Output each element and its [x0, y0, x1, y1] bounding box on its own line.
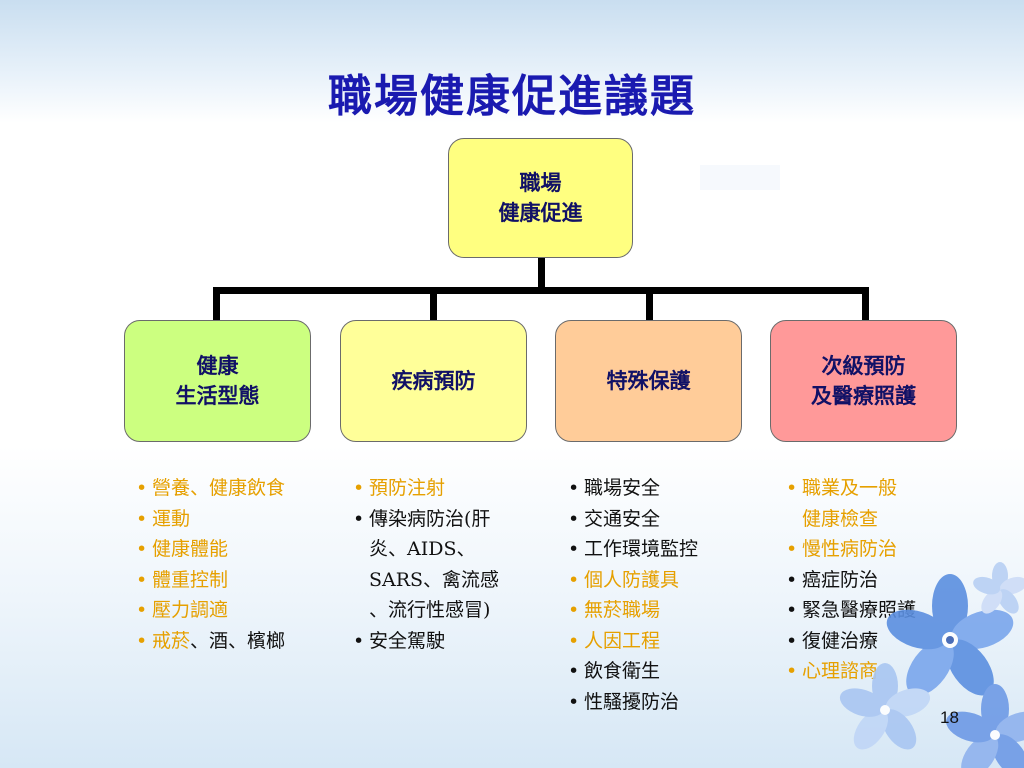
page-number: 18 — [940, 708, 959, 727]
category-node-disease-prevention: 疾病預防 — [340, 320, 527, 442]
bullet-icon: • — [568, 690, 580, 713]
list-item-text: 性騷擾防治 — [584, 690, 680, 713]
bullet-icon: • — [136, 599, 148, 621]
list-item-text: 飲食衛生 — [584, 660, 661, 682]
bullet-icon: • — [568, 568, 580, 591]
list-item-text: 戒菸 — [152, 629, 191, 652]
list-item: •癌症防治 — [786, 565, 916, 596]
list-item: •慢性病防治 — [786, 534, 916, 565]
item-list-lifestyle: •營養、健康飲食•運動•健康體能•體重控制•壓力調適•戒菸、酒、檳榔 — [136, 473, 285, 656]
root-node: 職場 健康促進 — [448, 138, 633, 258]
list-item: •工作環境監控 — [568, 534, 698, 565]
blue-flower-decoration-icon — [839, 562, 1024, 768]
list-item-text: 復健治療 — [802, 629, 879, 652]
item-list-special-protection: •職場安全•交通安全•工作環境監控•個人防護具•無菸職場•人因工程•飲食衛生•性… — [568, 473, 698, 717]
list-item: •飲食衛生 — [568, 656, 698, 687]
list-item-text: 運動 — [152, 507, 191, 530]
bullet-icon: • — [353, 477, 365, 499]
slide-title: 職場健康促進議題 — [328, 71, 696, 122]
connector-root-stem — [538, 258, 545, 291]
list-item: •性騷擾防治 — [568, 687, 698, 718]
list-item-text: 無菸職場 — [584, 599, 661, 621]
list-item-text: 個人防護具 — [584, 568, 680, 591]
category-node-secondary-prevention: 次級預防 及醫療照護 — [770, 320, 957, 442]
list-item-text: 交通安全 — [584, 507, 661, 530]
list-item: •預防注射 — [353, 473, 499, 504]
list-item: •人因工程 — [568, 626, 698, 657]
bullet-icon: • — [786, 599, 798, 621]
list-item-text: 職場安全 — [584, 477, 661, 499]
bullet-icon: • — [136, 507, 148, 530]
list-item: •無菸職場 — [568, 595, 698, 626]
bullet-icon: • — [786, 629, 798, 652]
list-item-text: 癌症防治 — [802, 568, 879, 591]
bullet-icon: • — [568, 660, 580, 682]
list-item: •個人防護具 — [568, 565, 698, 596]
list-item: •戒菸、酒、檳榔 — [136, 626, 285, 657]
list-item: •心理諮商 — [786, 656, 916, 687]
list-item: •傳染病防治(肝 炎、AIDS、 SARS、禽流感 、流行性感冒) — [353, 504, 499, 626]
list-item: •壓力調適 — [136, 595, 285, 626]
bullet-icon: • — [353, 507, 365, 530]
list-item-text: 健康體能 — [152, 538, 229, 560]
list-item-text: 安全駕駛 — [369, 629, 446, 652]
list-item-text: 傳染病防治(肝 炎、AIDS、 SARS、禽流感 、流行性感冒) — [369, 507, 500, 622]
bullet-icon: • — [136, 629, 148, 652]
list-item: •營養、健康飲食 — [136, 473, 285, 504]
list-item-text: 壓力調適 — [152, 599, 229, 621]
list-item: •健康體能 — [136, 534, 285, 565]
bullet-icon: • — [786, 477, 798, 499]
bullet-icon: • — [786, 568, 798, 591]
category-node-special-protection: 特殊保護 — [555, 320, 742, 442]
item-list-secondary-prevention: •職業及一般 健康檢查•慢性病防治•癌症防治•緊急醫療照護•復健治療•心理諮商 — [786, 473, 916, 687]
bullet-icon: • — [136, 538, 148, 560]
list-item-text: 工作環境監控 — [584, 538, 699, 560]
list-item: •安全駕駛 — [353, 626, 499, 657]
connector-horizontal-bar — [213, 287, 869, 294]
list-item: •職業及一般 健康檢查 — [786, 473, 916, 534]
bullet-icon: • — [568, 477, 580, 499]
bullet-icon: • — [353, 629, 365, 652]
list-item-text: 慢性病防治 — [802, 538, 898, 560]
list-item: •運動 — [136, 504, 285, 535]
bullet-icon: • — [568, 629, 580, 652]
connector-drop-0 — [213, 287, 220, 320]
bullet-icon: • — [568, 599, 580, 621]
bullet-icon: • — [786, 538, 798, 560]
category-node-lifestyle: 健康 生活型態 — [124, 320, 311, 442]
list-item: •復健治療 — [786, 626, 916, 657]
list-item-text: 人因工程 — [584, 629, 661, 652]
connector-drop-2 — [646, 287, 653, 320]
list-item-text: 體重控制 — [152, 568, 229, 591]
bullet-icon: • — [568, 538, 580, 560]
item-list-disease-prevention: •預防注射•傳染病防治(肝 炎、AIDS、 SARS、禽流感 、流行性感冒)•安… — [353, 473, 499, 656]
list-item-text: 緊急醫療照護 — [802, 599, 917, 621]
list-item-text: 職業及一般 健康檢查 — [802, 477, 898, 530]
list-item: •職場安全 — [568, 473, 698, 504]
list-item: •體重控制 — [136, 565, 285, 596]
list-item-text: 心理諮商 — [802, 660, 879, 682]
list-item: •交通安全 — [568, 504, 698, 535]
bullet-icon: • — [136, 477, 148, 499]
list-item-text-tail: 、酒、檳榔 — [190, 629, 286, 652]
connector-drop-3 — [862, 287, 869, 320]
bullet-icon: • — [136, 568, 148, 591]
list-item-text: 預防注射 — [369, 477, 446, 499]
list-item: •緊急醫療照護 — [786, 595, 916, 626]
bullet-icon: • — [568, 507, 580, 530]
connector-drop-1 — [430, 287, 437, 320]
list-item-text: 營養、健康飲食 — [152, 477, 286, 499]
bullet-icon: • — [786, 660, 798, 682]
